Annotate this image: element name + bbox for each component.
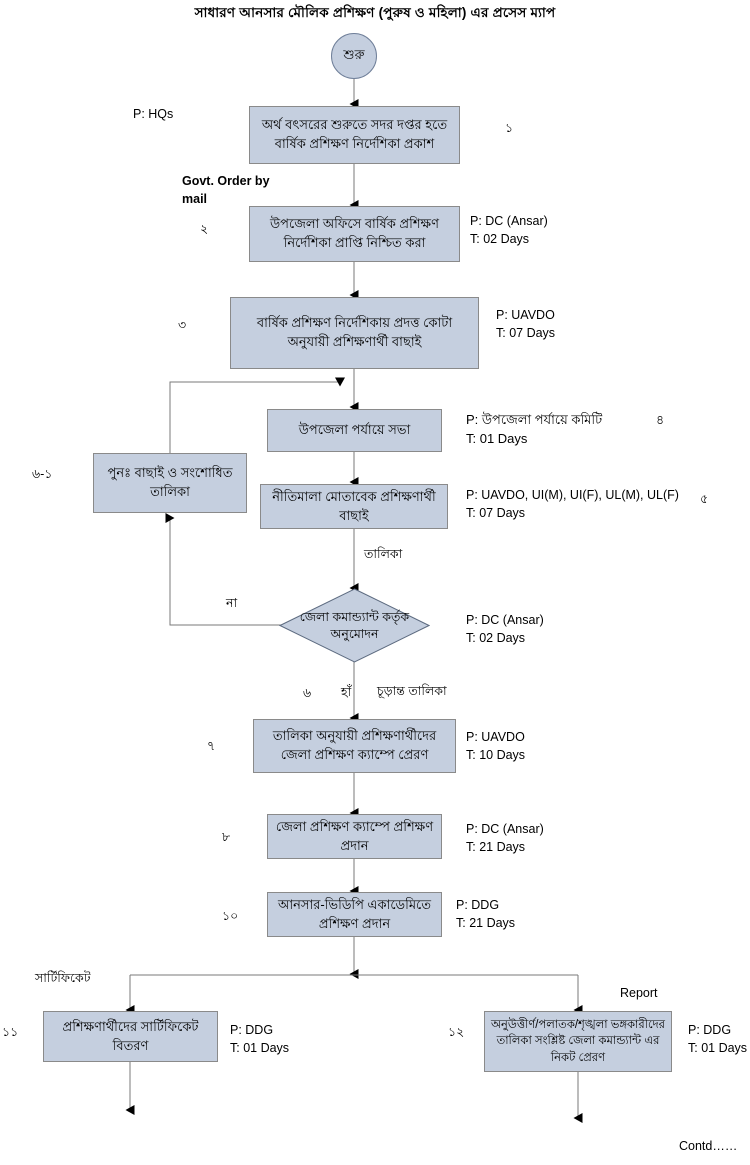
- node-ensure-guideline-receipt-upazila[interactable]: উপজেলা অফিসে বার্ষিক প্রশিক্ষণ নির্দেশিক…: [249, 206, 460, 262]
- annotation-node-2: P: DC (Ansar) T: 02 Days: [470, 214, 548, 247]
- step-number-10: ১০: [222, 909, 239, 923]
- node-distribute-certificates[interactable]: প্রশিক্ষণার্থীদের সার্টিফিকেট বিতরণ: [43, 1011, 218, 1062]
- node-send-failed-list-to-commandant[interactable]: অনুউত্তীর্ণ/পলাতক/শৃঙ্খলা ভঙ্গকারীদের তা…: [484, 1011, 672, 1072]
- node-district-camp-training[interactable]: জেলা প্রশিক্ষণ ক্যাম্পে প্রশিক্ষণ প্রদান: [267, 814, 442, 859]
- annotation-node-4: P: উপজেলা পর্যায়ে কমিটি T: 01 Days: [466, 412, 603, 446]
- step-number-11: ১১: [2, 1025, 19, 1039]
- node-reselection-revised-list[interactable]: পুনঃ বাছাই ও সংশোধিত তালিকা: [93, 453, 247, 513]
- node-5-label: নীতিমালা মোতাবেক প্রশিক্ষণার্থী বাছাই: [272, 488, 436, 523]
- node-publish-annual-training-guideline[interactable]: অর্থ বৎসরের শুরুতে সদর দপ্তর হতে বার্ষিক…: [249, 106, 460, 164]
- edge-label-na: না: [226, 596, 238, 610]
- step-number-12: ১২: [448, 1025, 465, 1039]
- node-7-label: তালিকা অনুযায়ী প্রশিক্ষণার্থীদের জেলা প…: [272, 728, 437, 762]
- step-number-7: ৭: [207, 739, 216, 753]
- annotation-node-3: P: UAVDO T: 07 Days: [496, 308, 556, 341]
- edge-label-report: Report: [620, 986, 658, 1000]
- annotation-node-10: P: DDG T: 21 Days: [456, 898, 516, 931]
- annotation-node-8: P: DC (Ansar) T: 21 Days: [466, 822, 544, 855]
- node-11-label: প্রশিক্ষণার্থীদের সার্টিফিকেট বিতরণ: [62, 1018, 199, 1053]
- step-number-2: ২: [200, 222, 209, 236]
- annotation-node-1: P: HQs: [133, 107, 174, 121]
- node-send-trainees-to-district-camp[interactable]: তালিকা অনুযায়ী প্রশিক্ষণার্থীদের জেলা প…: [253, 719, 456, 773]
- footer-contd-note: Contd……: [679, 1139, 738, 1153]
- node-district-commandant-approval[interactable]: জেলা কমান্ড্যান্ট কর্তৃক অনুমোদন: [279, 588, 430, 663]
- annotation-govt-order-by-mail: Govt. Order by mail: [182, 174, 270, 207]
- step-number-8: ৮: [222, 830, 231, 844]
- node-select-trainees-by-policy[interactable]: নীতিমালা মোতাবেক প্রশিক্ষণার্থী বাছাই: [260, 484, 448, 529]
- node-4-label: উপজেলা পর্যায়ে সভা: [298, 422, 411, 438]
- annotation-decision: P: DC (Ansar) T: 02 Days: [466, 613, 544, 646]
- node-upazila-level-meeting[interactable]: উপজেলা পর্যায়ে সভা: [267, 409, 442, 452]
- edge-label-hae: হাঁ: [341, 685, 352, 699]
- edge-label-talika: তালিকা: [364, 547, 403, 561]
- annotation-node-12: P: DDG T: 01 Days: [688, 1023, 748, 1056]
- node-10-label: আনসার-ভিডিপি একাডেমিতে প্রশিক্ষণ প্রদান: [277, 896, 432, 931]
- step-number-3: ৩: [178, 318, 187, 332]
- annotation-node-5: P: UAVDO, UI(M), UI(F), UL(M), UL(F) T: …: [466, 488, 679, 521]
- step-number-5: ৫: [700, 492, 709, 506]
- step-number-6-1: ৬-১: [32, 467, 53, 481]
- decision-diamond-shape: [279, 588, 430, 663]
- node-8-label: জেলা প্রশিক্ষণ ক্যাম্পে প্রশিক্ষণ প্রদান: [275, 818, 434, 853]
- annotation-node-7: P: UAVDO T: 10 Days: [466, 730, 526, 763]
- edge-label-certificate: সার্টিফিকেট: [35, 971, 91, 985]
- node-start-label: শুরু: [343, 46, 365, 62]
- node-12-label: অনুউত্তীর্ণ/পলাতক/শৃঙ্খলা ভঙ্গকারীদের তা…: [491, 1019, 665, 1064]
- page-title: সাধারণ আনসার মৌলিক প্রশিক্ষণ (পুরুষ ও মহ…: [194, 5, 556, 20]
- node-select-trainees-by-quota[interactable]: বার্ষিক প্রশিক্ষণ নির্দেশিকায় প্রদত্ত ক…: [230, 297, 479, 369]
- edge-label-final-list: চূড়ান্ত তালিকা: [377, 684, 447, 698]
- node-1-label: অর্থ বৎসরের শুরুতে সদর দপ্তর হতে বার্ষিক…: [261, 117, 448, 151]
- step-number-4: ৪: [656, 413, 665, 427]
- step-number-1: ১: [505, 121, 514, 135]
- step-number-6: ৬: [303, 686, 312, 700]
- annotation-node-11: P: DDG T: 01 Days: [230, 1023, 290, 1056]
- node-6-1-label: পুনঃ বাছাই ও সংশোধিত তালিকা: [107, 465, 233, 499]
- node-2-label: উপজেলা অফিসে বার্ষিক প্রশিক্ষণ নির্দেশিক…: [270, 216, 439, 250]
- node-3-label: বার্ষিক প্রশিক্ষণ নির্দেশিকায় প্রদত্ত ক…: [256, 315, 453, 349]
- node-ansar-vdp-academy-training[interactable]: আনসার-ভিডিপি একাডেমিতে প্রশিক্ষণ প্রদান: [267, 892, 442, 937]
- node-start[interactable]: শুরু: [331, 33, 377, 79]
